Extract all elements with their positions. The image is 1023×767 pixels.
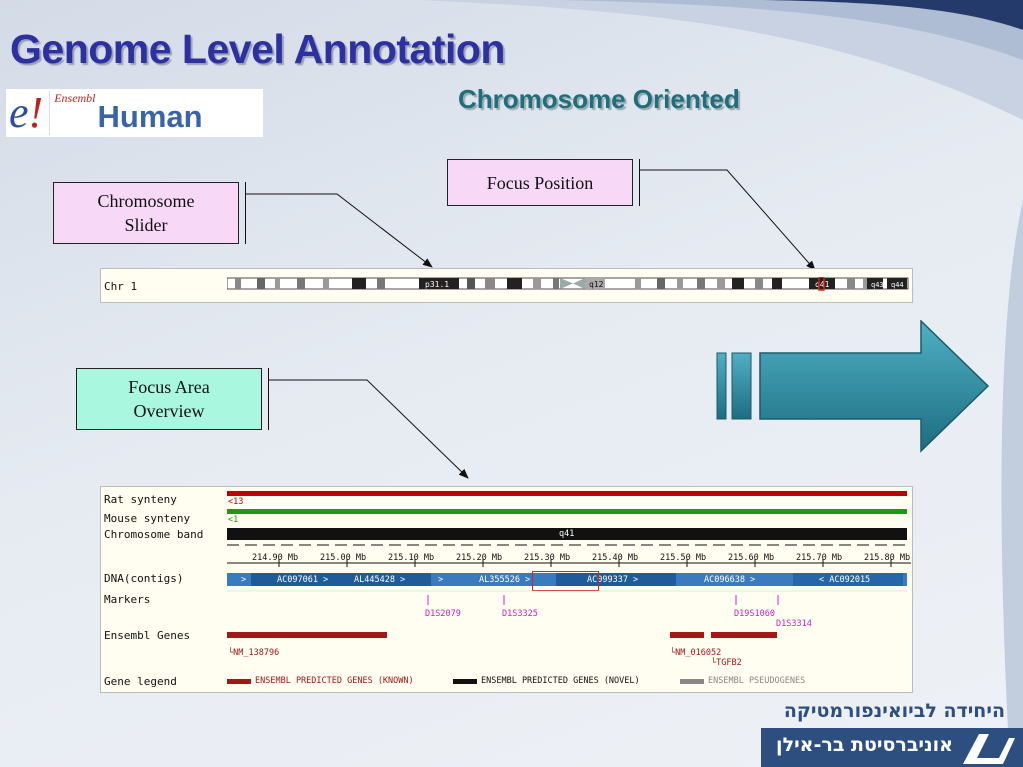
scale-tick: 215.50 Mb bbox=[660, 553, 707, 563]
rat-synteny-mark: <13 bbox=[228, 497, 244, 507]
logo-brand: Ensembl bbox=[54, 91, 96, 105]
bar-ilan-logo: היחידה לביואינפורמטיקה אוניברסיטת בר-איל… bbox=[755, 700, 1023, 767]
legend-pseudo: ENSEMBL PSEUDOGENES bbox=[708, 676, 806, 686]
contig-dark-segment bbox=[251, 573, 431, 586]
row-label-rat: Rat synteny bbox=[104, 493, 177, 506]
contig-label[interactable]: AL445428 > bbox=[354, 575, 406, 585]
university-name: אוניברסיטת בר-אילן bbox=[776, 734, 953, 756]
gene-bar[interactable] bbox=[227, 632, 387, 638]
bar-ilan-emblem-icon bbox=[963, 734, 1015, 764]
scale-tick: 215.00 Mb bbox=[320, 553, 367, 563]
focus-region-box[interactable] bbox=[532, 571, 599, 591]
chromosome-band-bar[interactable] bbox=[227, 528, 907, 540]
contig-dark-segment bbox=[556, 573, 676, 586]
slide-title: Genome Level Annotation bbox=[10, 26, 505, 72]
ensembl-human-logo: e! Ensembl Human bbox=[6, 89, 263, 137]
gene-bar[interactable] bbox=[670, 632, 704, 638]
next-arrow-icon bbox=[716, 320, 990, 453]
contig-label[interactable]: AC096638 > bbox=[704, 575, 756, 585]
logo-species: Human bbox=[97, 99, 203, 134]
focus-position-marker bbox=[818, 277, 825, 291]
row-label-genes: Ensembl Genes bbox=[104, 629, 191, 642]
ensembl-e-icon: e! bbox=[9, 88, 44, 137]
band-label: q44 bbox=[891, 281, 904, 289]
band-label: q12 bbox=[589, 280, 604, 289]
callout-focus-area-overview: Focus Area Overview bbox=[76, 368, 262, 430]
row-label-legend: Gene legend bbox=[104, 675, 177, 688]
band-label: q43 bbox=[871, 281, 884, 289]
contig-label[interactable]: AC099337 > bbox=[587, 575, 639, 585]
chromosome-slider-panel[interactable]: Chr 1 p31.1 q12 q41 q43 q44 bbox=[100, 268, 913, 303]
gene-label[interactable]: └NM_016052 bbox=[670, 648, 722, 658]
contig-label[interactable]: AC097061 > bbox=[277, 575, 329, 585]
gene-label[interactable]: └NM_138796 bbox=[228, 648, 280, 658]
scale-tick: 215.70 Mb bbox=[796, 553, 843, 563]
scale-tick: 215.10 Mb bbox=[388, 553, 435, 563]
row-label-markers: Markers bbox=[104, 593, 151, 606]
marker-ticks bbox=[227, 590, 907, 605]
contig-label[interactable]: AL355526 > bbox=[479, 575, 531, 585]
legend-known: ENSEMBL PREDICTED GENES (KNOWN) bbox=[255, 676, 414, 686]
marker-label[interactable]: D1S3325 bbox=[502, 609, 538, 619]
callout-chromosome-slider: Chromosome Slider bbox=[53, 182, 239, 244]
chromosome-ideogram[interactable]: p31.1 q12 q41 q43 q44 bbox=[227, 277, 909, 291]
callout-bracket bbox=[639, 159, 640, 206]
mouse-synteny-bar[interactable] bbox=[227, 509, 907, 514]
contig-dark-segment bbox=[793, 573, 903, 586]
callout-focus-position: Focus Position bbox=[447, 159, 633, 206]
legend-swatch-pseudo bbox=[680, 679, 704, 684]
scale-tick: 215.80 Mb bbox=[864, 553, 911, 563]
band-label: q41 bbox=[815, 280, 830, 289]
legend-swatch-known bbox=[227, 679, 251, 684]
contig-label[interactable]: > bbox=[241, 575, 247, 585]
legend-novel: ENSEMBL PREDICTED GENES (NOVEL) bbox=[481, 676, 640, 686]
contig-label[interactable]: < AC092015 bbox=[819, 575, 871, 585]
scale-tick: 215.30 Mb bbox=[524, 553, 571, 563]
chromosome-label: Chr 1 bbox=[104, 280, 138, 293]
marker-label[interactable]: D1S2079 bbox=[425, 609, 461, 619]
scale-ruler bbox=[227, 544, 911, 567]
gene-bar[interactable] bbox=[711, 632, 777, 638]
gene-label[interactable]: └TGFB2 bbox=[711, 658, 742, 668]
contig-label[interactable]: > bbox=[438, 575, 444, 585]
unit-name: היחידה לביואינפורמטיקה bbox=[783, 700, 1005, 722]
callout-bracket bbox=[268, 368, 269, 430]
scale-tick: 214.90 Mb bbox=[252, 553, 299, 563]
university-banner: אוניברסיטת בר-אילן bbox=[761, 728, 1023, 767]
marker-label[interactable]: D19S1060 bbox=[734, 609, 775, 619]
focus-area-panel[interactable]: Rat synteny Mouse synteny Chromosome ban… bbox=[100, 486, 913, 693]
mouse-synteny-mark: <1 bbox=[228, 515, 239, 525]
scale-tick: 215.40 Mb bbox=[592, 553, 639, 563]
rat-synteny-bar[interactable] bbox=[227, 491, 907, 496]
band-q41-label: q41 bbox=[559, 529, 575, 539]
marker-label[interactable]: D1S3314 bbox=[776, 619, 812, 629]
callout-bracket bbox=[245, 182, 246, 244]
scale-tick: 215.60 Mb bbox=[728, 553, 775, 563]
scale-tick: 215.20 Mb bbox=[456, 553, 503, 563]
row-label-mouse: Mouse synteny bbox=[104, 512, 191, 525]
row-label-band: Chromosome band bbox=[104, 528, 204, 541]
legend-swatch-novel bbox=[453, 679, 477, 684]
slide-subtitle: Chromosome Oriented bbox=[458, 84, 740, 114]
row-label-dna: DNA(contigs) bbox=[104, 572, 184, 585]
band-label: p31.1 bbox=[425, 280, 449, 289]
logo-divider bbox=[49, 91, 51, 135]
